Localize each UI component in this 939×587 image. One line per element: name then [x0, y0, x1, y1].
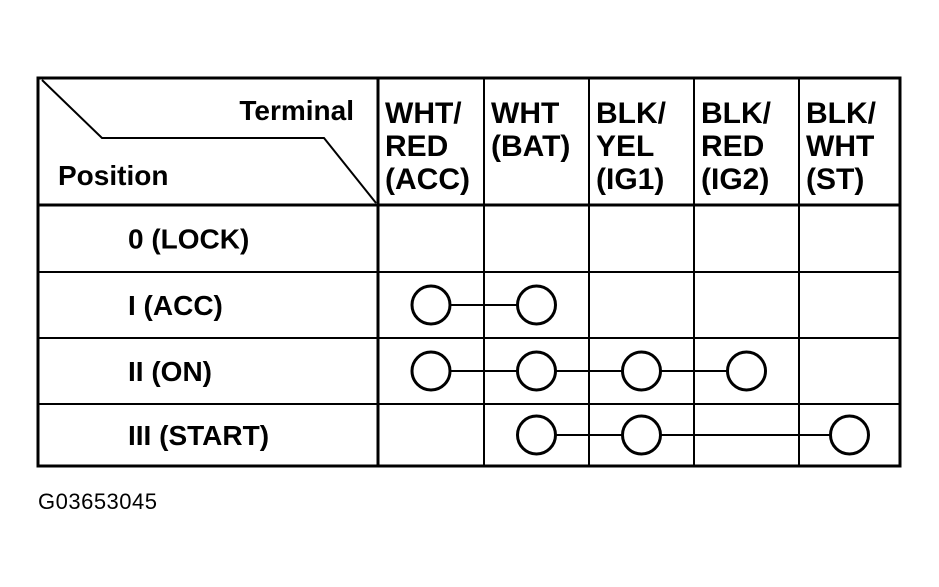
continuity-terminal-circle [726, 350, 767, 392]
terminal-column-label: RED [701, 130, 764, 163]
continuity-terminal-circle [621, 350, 662, 392]
continuity-terminal-circle [410, 284, 452, 326]
continuity-terminal-circle [516, 284, 557, 326]
terminal-column-label: BLK/ [806, 97, 877, 130]
terminal-column-label: (ST) [806, 163, 864, 196]
continuity-terminal-circle [829, 414, 870, 456]
header-diagonal-line [41, 79, 377, 204]
position-row-label: I (ACC) [128, 290, 223, 321]
terminal-column-label: RED [385, 130, 448, 163]
continuity-connections [410, 284, 870, 456]
terminal-column-label: (BAT) [491, 130, 570, 163]
continuity-terminal-circle [516, 350, 557, 392]
position-row-label: 0 (LOCK) [128, 224, 249, 255]
table-grid [36, 76, 902, 468]
terminal-column-label: YEL [596, 130, 654, 163]
continuity-terminal-circle [516, 414, 557, 456]
terminal-column-headers: WHT/RED(ACC)WHT(BAT)BLK/YEL(IG1)BLK/RED(… [385, 97, 877, 196]
position-header-label: Position [58, 160, 168, 191]
position-row-label: II (ON) [128, 356, 212, 387]
continuity-terminal-circle [410, 350, 452, 392]
terminal-column-label: WHT [491, 97, 559, 130]
figure-code: G03653045 [38, 489, 158, 514]
position-row-label: III (START) [128, 420, 269, 451]
terminal-column-label: (IG2) [701, 163, 769, 196]
terminal-column-label: WHT/ [385, 97, 462, 130]
terminal-column-label: (IG1) [596, 163, 664, 196]
terminal-column-label: BLK/ [701, 97, 772, 130]
terminal-column-label: WHT [806, 130, 874, 163]
terminal-column-label: BLK/ [596, 97, 667, 130]
position-rows: 0 (LOCK) I (ACC) II (ON) III (START) [128, 224, 269, 452]
terminal-header-label: Terminal [239, 95, 354, 126]
table-header: Terminal Position [41, 79, 377, 204]
continuity-terminal-circle [621, 414, 662, 456]
terminal-column-label: (ACC) [385, 163, 470, 196]
